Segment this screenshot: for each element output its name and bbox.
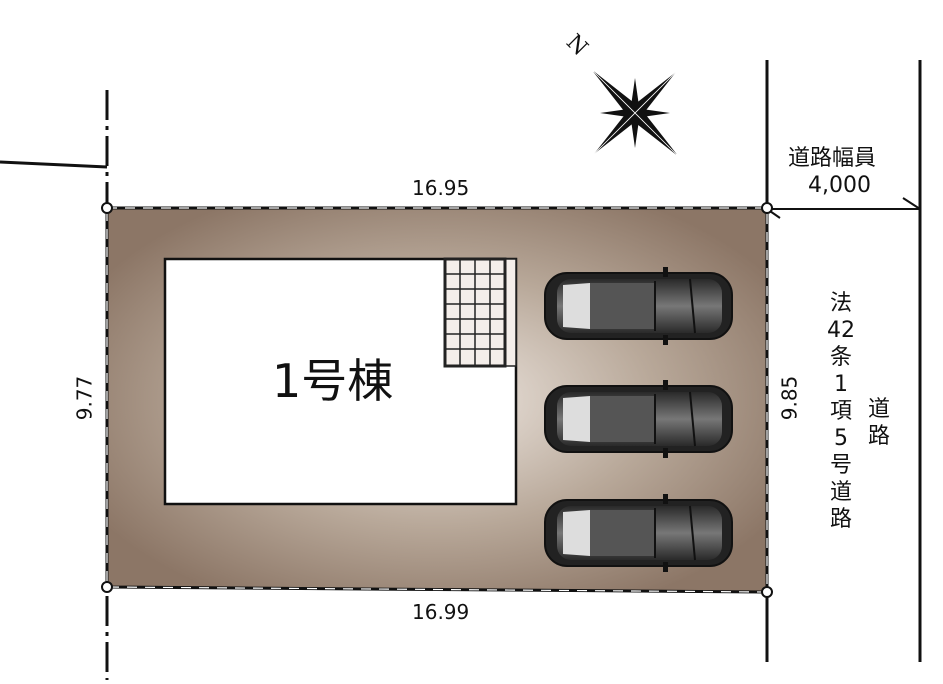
lot-top-dimension: 16.95 bbox=[412, 176, 470, 200]
road-side-label: 道 路 bbox=[862, 396, 896, 450]
lot-left-dimension: 9.77 bbox=[72, 375, 97, 421]
building-label: 1号棟 bbox=[272, 354, 394, 408]
road-side-char: 道 bbox=[867, 397, 890, 422]
road-type-char: 1 bbox=[834, 372, 848, 397]
lot-bottom-dimension: 16.99 bbox=[412, 600, 470, 624]
parking-car-3 bbox=[544, 493, 733, 573]
road-type-char: 道 bbox=[829, 480, 852, 505]
road-type-char: 42 bbox=[827, 318, 855, 343]
boundary-markers bbox=[101, 202, 773, 598]
road-width-label: 道路幅員 bbox=[788, 146, 877, 171]
road-width-value: 4,000 bbox=[808, 173, 871, 198]
deck-grid bbox=[443, 257, 517, 368]
parking-car-2 bbox=[544, 379, 733, 459]
lot-right-dimension: 9.85 bbox=[777, 375, 802, 421]
road-type-char: 項 bbox=[829, 399, 852, 424]
road-type-char: 5 bbox=[834, 426, 848, 451]
road-type-char: 路 bbox=[829, 507, 852, 532]
road-type-char: 号 bbox=[829, 453, 852, 478]
compass-rose-icon bbox=[593, 71, 677, 155]
road-type-label: 法 42 条 1 項 5 号 道 路 bbox=[824, 290, 858, 533]
road-side-char: 路 bbox=[867, 424, 890, 449]
compass-north-label: N bbox=[561, 30, 592, 61]
road-type-char: 条 bbox=[829, 345, 852, 370]
parking-car-1 bbox=[544, 266, 733, 346]
road-type-char: 法 bbox=[829, 291, 852, 316]
